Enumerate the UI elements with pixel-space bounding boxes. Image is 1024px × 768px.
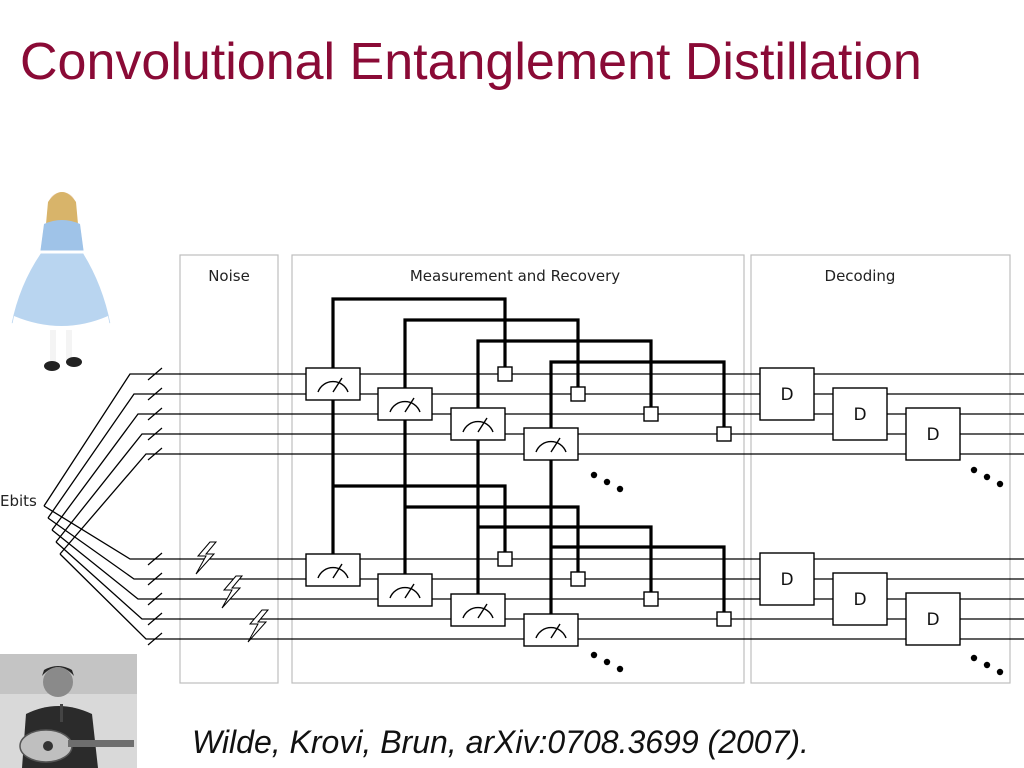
ellipsis-dot — [970, 654, 978, 662]
slash-lower-2 — [147, 592, 163, 606]
wire-upper-2 — [51, 413, 1024, 531]
recovery-link-lower-0 — [333, 484, 507, 553]
panel-noise: Noise — [179, 254, 279, 684]
slash-lower-0 — [147, 552, 163, 566]
slash-upper-1 — [147, 387, 163, 401]
slash-upper-3 — [147, 427, 163, 441]
meter-icon — [377, 387, 433, 421]
recovery-square — [570, 571, 586, 587]
decoder-label: D — [853, 590, 866, 610]
decoder-label: D — [926, 425, 939, 445]
decoder-label: D — [853, 405, 866, 425]
recovery-link-lower-1 — [405, 505, 580, 573]
ellipsis-dot — [603, 478, 611, 486]
citation: Wilde, Krovi, Brun, arXiv:0708.3699 (200… — [192, 724, 809, 760]
recovery-square — [716, 611, 732, 627]
meter-icon — [450, 407, 506, 441]
wire-lower-2 — [51, 529, 1024, 600]
ellipsis-dot — [590, 651, 598, 659]
recovery-square — [716, 426, 732, 442]
alice-doll-photo — [8, 192, 114, 371]
ellipsis-dot — [970, 466, 978, 474]
decoder-box-lower: D — [759, 552, 815, 606]
lightning-icon — [195, 541, 218, 575]
meter-icon — [523, 427, 579, 461]
panel-measurement-recovery: Measurement and Recovery — [291, 254, 745, 684]
meter-icon — [305, 367, 361, 401]
ellipsis-dot — [616, 485, 624, 493]
ellipsis-dot — [590, 471, 598, 479]
recovery-square — [570, 386, 586, 402]
slash-upper-2 — [147, 407, 163, 421]
decoder-box-upper: D — [905, 407, 961, 461]
decoder-label: D — [926, 610, 939, 630]
ellipsis-dot — [996, 480, 1004, 488]
recovery-link-upper-0 — [331, 297, 507, 370]
qubit-wires — [43, 373, 1024, 640]
recovery-links — [331, 297, 726, 614]
slash-upper-0 — [147, 367, 163, 381]
slash-lower-1 — [147, 572, 163, 586]
meter-icon — [523, 613, 579, 647]
ebits-label: Ebits — [0, 492, 37, 510]
slash-lower-4 — [147, 632, 163, 646]
ellipsis-dot — [996, 668, 1004, 676]
decoder-box-lower: D — [832, 572, 888, 626]
meter-icon — [450, 593, 506, 627]
decoder-box-lower: D — [905, 592, 961, 646]
meter-icon — [305, 553, 361, 587]
lightning-icon — [247, 609, 270, 643]
recovery-link-upper-2 — [476, 339, 653, 410]
recovery-square — [643, 406, 659, 422]
decoder-box-upper: D — [759, 367, 815, 421]
ellipsis-dot — [983, 661, 991, 669]
continuation-dots — [590, 466, 1004, 676]
wire-upper-4 — [59, 453, 1024, 555]
panel-decoding: Decoding — [750, 254, 1011, 684]
gates: D D D D D D — [305, 366, 961, 647]
lightning-icon — [221, 575, 244, 609]
slash-lower-3 — [147, 612, 163, 626]
recovery-square — [497, 366, 513, 382]
recovery-square — [497, 551, 513, 567]
wire-upper-1 — [47, 393, 1024, 519]
ellipsis-dot — [616, 665, 624, 673]
meter-icon — [377, 573, 433, 607]
decoder-label: D — [780, 570, 793, 590]
recovery-square — [643, 591, 659, 607]
wire-upper-0 — [43, 373, 1024, 507]
ellipsis-dot — [603, 658, 611, 666]
slash-upper-4 — [147, 447, 163, 461]
wire-lower-0 — [43, 505, 1024, 560]
slide-title: Convolutional Entanglement Distillation — [20, 33, 922, 91]
noise-markers — [147, 367, 270, 646]
recovery-link-lower-2 — [478, 525, 653, 593]
panel-label-decoding: Decoding — [825, 267, 896, 285]
recovery-link-lower-3 — [551, 545, 726, 613]
bob-guitar-photo — [0, 654, 137, 768]
wire-lower-1 — [47, 517, 1024, 580]
panel-label-noise: Noise — [208, 267, 250, 285]
recovery-link-upper-1 — [403, 318, 580, 390]
ellipsis-dot — [983, 473, 991, 481]
wire-lower-4 — [59, 553, 1024, 640]
recovery-link-upper-3 — [549, 360, 726, 430]
decoder-label: D — [780, 385, 793, 405]
decoder-box-upper: D — [832, 387, 888, 441]
panel-label-measurement: Measurement and Recovery — [410, 267, 620, 285]
